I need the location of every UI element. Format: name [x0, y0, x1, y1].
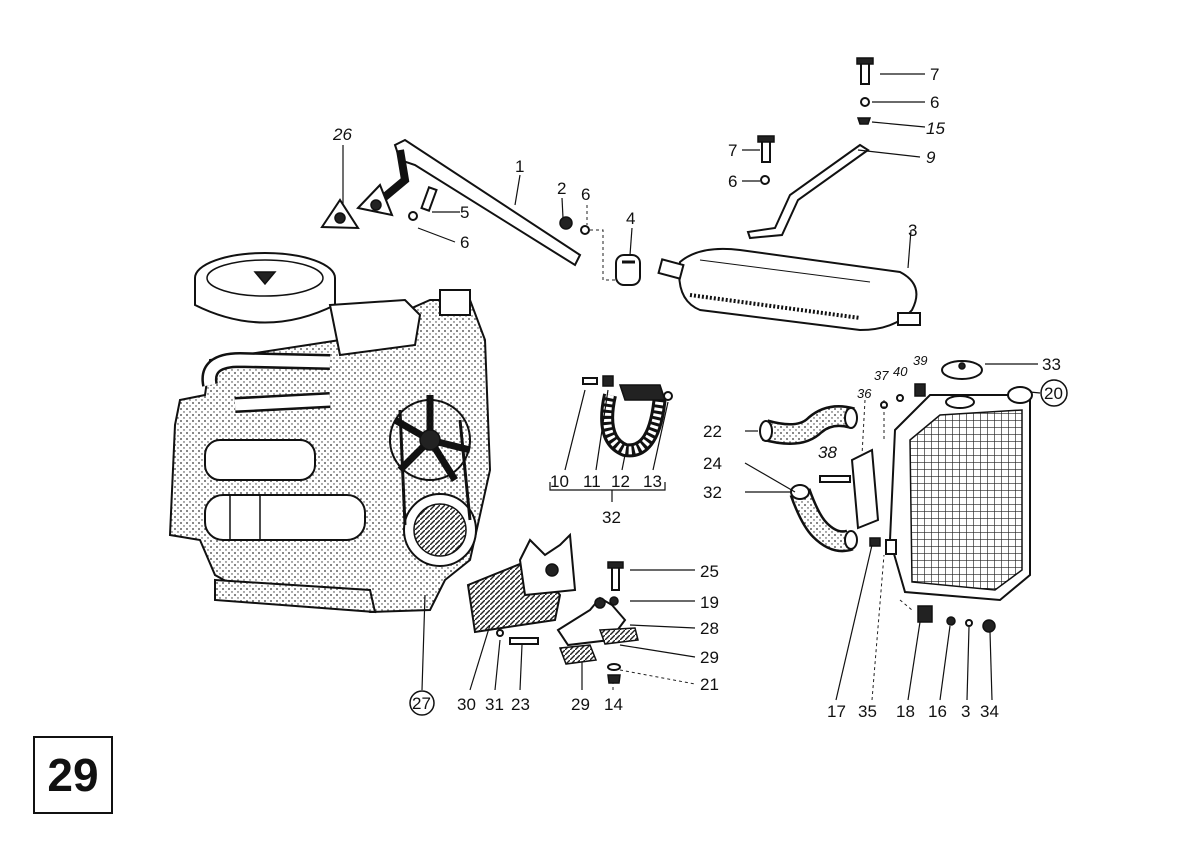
callout-25: 25 — [700, 562, 719, 581]
callout-21: 21 — [700, 675, 719, 694]
callout-38: 38 — [818, 443, 837, 462]
callout-24: 24 — [703, 454, 722, 473]
callout-6-mid: 6 — [728, 172, 737, 191]
callout-7-mid: 7 — [728, 141, 737, 160]
callout-16: 16 — [928, 702, 947, 721]
callout-13: 13 — [643, 472, 662, 491]
callout-32-hose: 32 — [703, 483, 722, 502]
callout-18: 18 — [896, 702, 915, 721]
callout-6-bar: 6 — [460, 233, 469, 252]
callout-2: 2 — [557, 179, 566, 198]
callout-6-clamp: 6 — [581, 185, 590, 204]
muffler-part — [657, 247, 921, 332]
radiator-part — [819, 360, 1033, 633]
callout-3-muffler: 3 — [908, 221, 917, 240]
callout-33: 33 — [1042, 355, 1061, 374]
callout-29-mount: 29 — [700, 648, 719, 667]
page-number-box: 29 — [33, 736, 113, 814]
callout-7-top: 7 — [930, 65, 939, 84]
callout-6-top: 6 — [930, 93, 939, 112]
callout-28: 28 — [700, 619, 719, 638]
support-bar-part — [320, 138, 641, 286]
callout-37: 37 — [874, 368, 889, 383]
callout-35: 35 — [858, 702, 877, 721]
callout-27: 27 — [412, 694, 431, 713]
callout-20: 20 — [1044, 384, 1063, 403]
callout-3-radiator: 3 — [961, 702, 970, 721]
radiator-hoses-part — [759, 405, 858, 553]
callout-4: 4 — [626, 209, 635, 228]
callout-labels: 7 6 15 9 7 6 26 1 2 6 4 5 6 3 33 20 39 4… — [332, 65, 1068, 721]
callout-39: 39 — [913, 353, 927, 368]
callout-5: 5 — [460, 203, 469, 222]
leader-lines — [342, 73, 1041, 701]
callout-23: 23 — [511, 695, 530, 714]
callout-34: 34 — [980, 702, 999, 721]
callout-15: 15 — [926, 119, 945, 138]
callout-26: 26 — [332, 125, 352, 144]
callout-1: 1 — [515, 157, 524, 176]
engine-mount-part — [466, 532, 639, 684]
callout-19: 19 — [700, 593, 719, 612]
callout-9: 9 — [926, 148, 936, 167]
mounting-band-part — [582, 375, 673, 458]
callout-12: 12 — [611, 472, 630, 491]
page-number: 29 — [47, 749, 99, 801]
callout-10: 10 — [550, 472, 569, 491]
muffler-hanger-part — [746, 57, 874, 240]
callout-17: 17 — [827, 702, 846, 721]
engine-block — [168, 252, 492, 614]
callout-36: 36 — [857, 386, 872, 401]
callout-30: 30 — [457, 695, 476, 714]
callout-40: 40 — [893, 364, 908, 379]
callout-32-band: 32 — [602, 508, 621, 527]
callout-14: 14 — [604, 695, 623, 714]
callout-11: 11 — [583, 472, 601, 491]
callout-22: 22 — [703, 422, 722, 441]
callout-29-bottom: 29 — [571, 695, 590, 714]
callout-31: 31 — [485, 695, 504, 714]
